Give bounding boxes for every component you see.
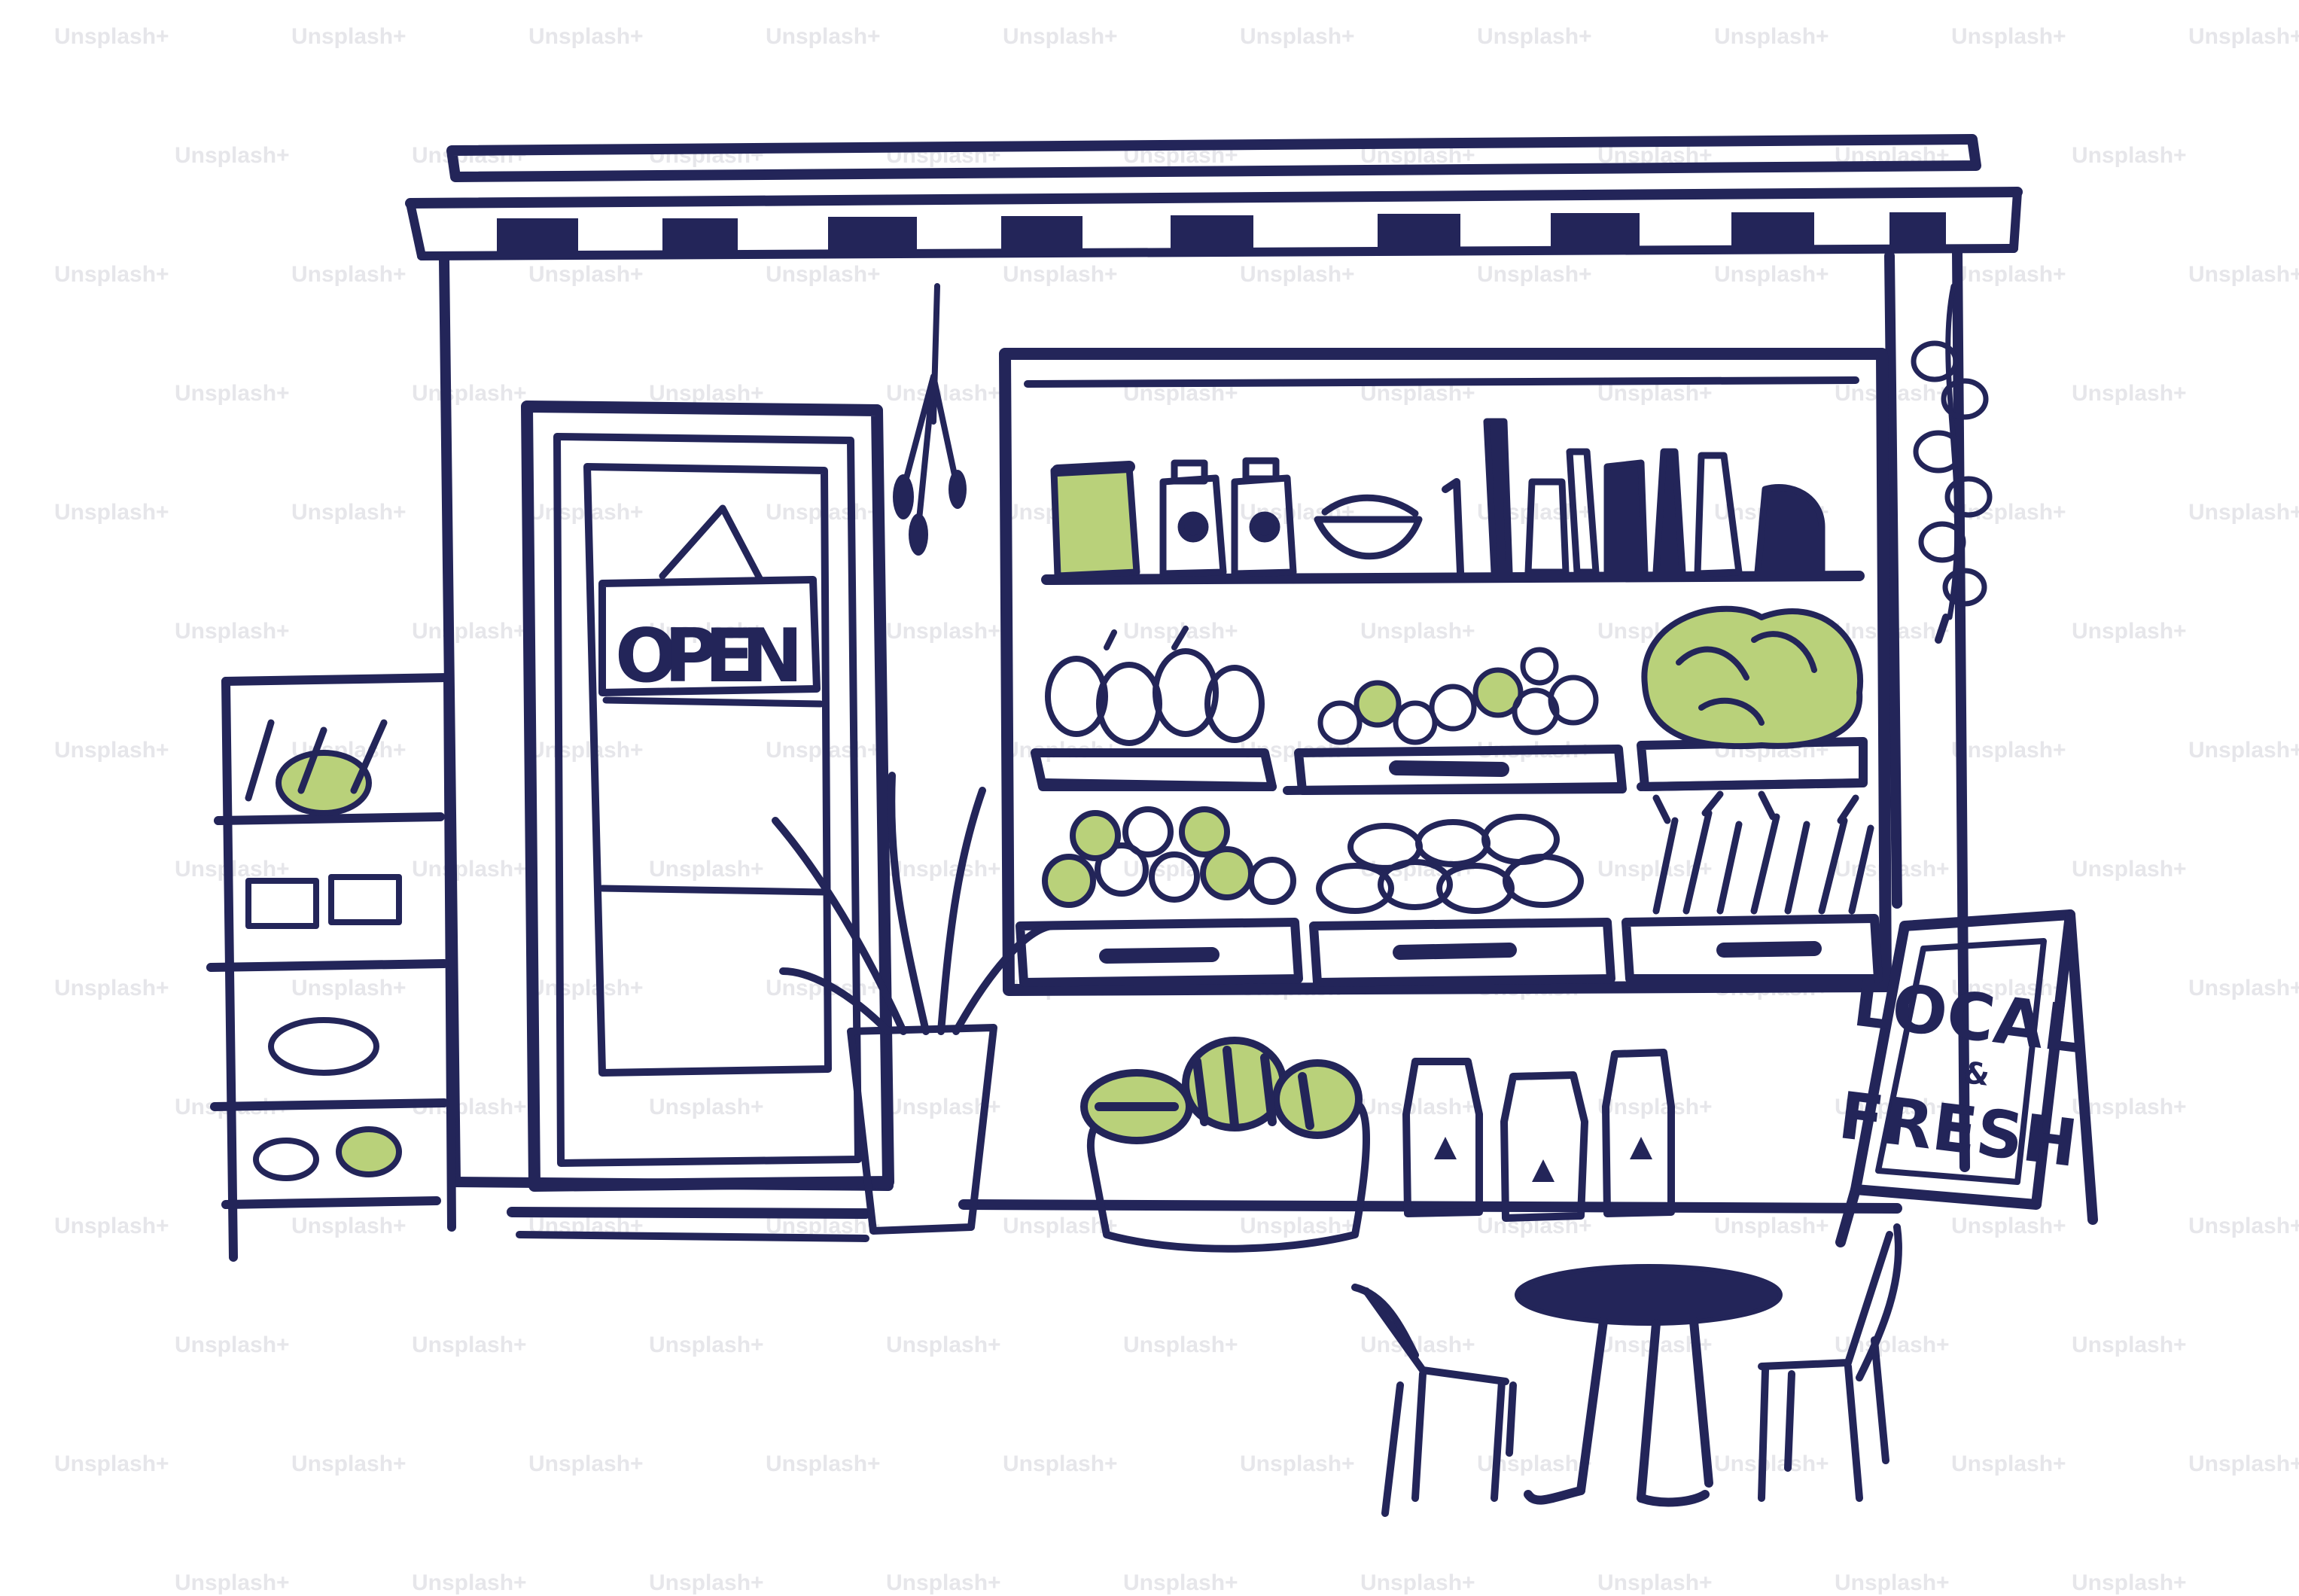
produce-potatoes — [1316, 814, 1584, 914]
shelf-jars-bottles — [1050, 418, 1825, 580]
potted-plant — [772, 772, 1058, 1235]
cafe-table — [1515, 1264, 1783, 1507]
awning — [405, 134, 2023, 260]
produce-grapes — [1317, 647, 1599, 745]
watermelon-basket — [1080, 1037, 1370, 1253]
produce-crates-lower — [1016, 914, 1883, 987]
produce-lettuce — [1641, 605, 1864, 750]
produce-apples — [1042, 806, 1296, 908]
garlic-braid — [1911, 283, 1993, 644]
sign-line-ampersand: & — [1961, 1055, 1991, 1093]
hanging-herbs — [893, 283, 967, 556]
produce-rack-left — [206, 673, 456, 1262]
sandwich-board — [1835, 909, 2098, 1247]
cafe-chair-right — [1758, 1223, 1902, 1502]
produce-carrots — [1652, 790, 1874, 915]
produce-peppers — [1045, 626, 1265, 746]
milk-bottles — [1402, 1049, 1675, 1222]
door — [507, 401, 894, 1242]
door-sign-text: OPEN — [615, 614, 803, 699]
cafe-chair-left — [1351, 1284, 1517, 1517]
display-window — [999, 348, 1892, 996]
